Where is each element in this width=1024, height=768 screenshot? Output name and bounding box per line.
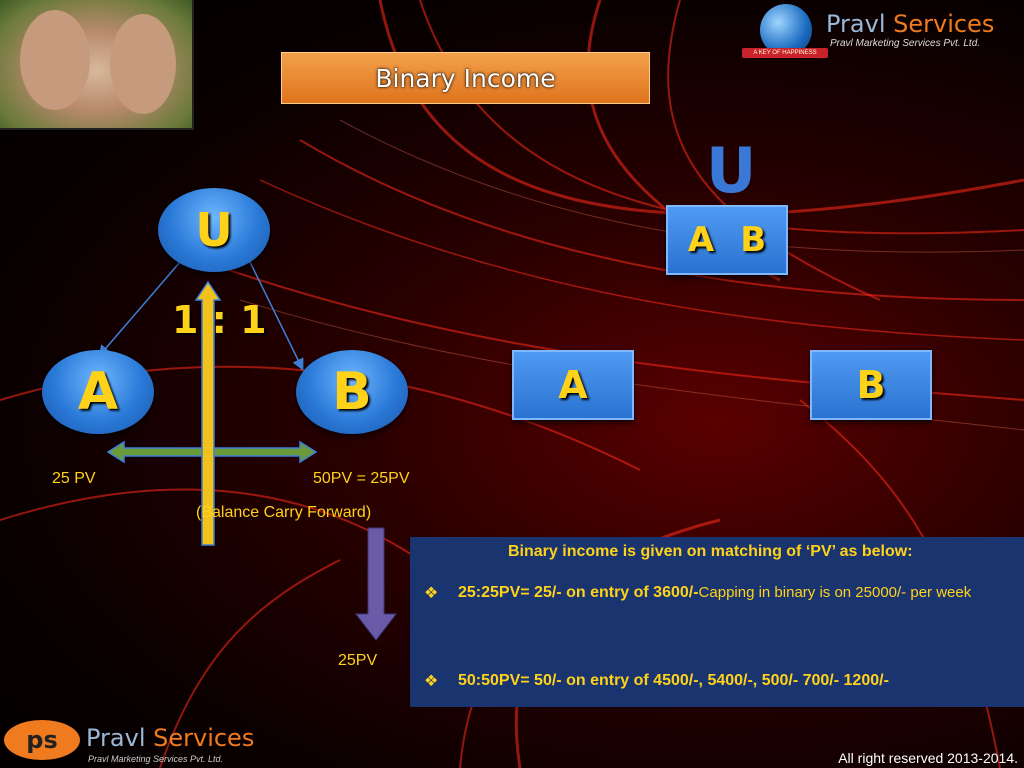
right-node-u: U xyxy=(706,134,757,207)
info-item-1-rest: Capping in binary is on 25000/- per week xyxy=(698,584,972,601)
carry-down-arrow xyxy=(354,527,398,641)
right-child-a: A xyxy=(512,350,634,420)
info-item-1-bold: 25:25PV= 25/- on entry of 3600/- xyxy=(458,584,699,601)
pair-label-a: A xyxy=(687,220,715,260)
brand-subtitle: Pravl Marketing Services Pvt. Ltd. xyxy=(830,38,981,49)
node-u: U xyxy=(158,188,270,272)
left-pv-label: 25 PV xyxy=(52,470,96,487)
pair-label-b: B xyxy=(740,220,767,260)
connector-right xyxy=(249,261,304,371)
connector-left xyxy=(98,261,181,358)
right-pair-box: A B xyxy=(666,205,788,275)
feet-photo xyxy=(0,0,194,130)
footer-brand-name: Pravl Services xyxy=(86,724,255,752)
carry-result-label: 25PV xyxy=(338,652,378,669)
info-box: Binary income is given on matching of ‘P… xyxy=(410,537,1024,707)
logo-ribbon: A KEY OF HAPPINESS xyxy=(742,48,828,58)
slide-title: Binary Income xyxy=(281,52,650,104)
node-a: A xyxy=(42,350,154,434)
right-child-b: B xyxy=(810,350,932,420)
node-b: B xyxy=(296,350,408,434)
carry-forward-label: (Balance Carry Forward) xyxy=(196,504,372,521)
brand-logo-top: A KEY OF HAPPINESS Pravl Services Pravl … xyxy=(738,4,1022,62)
bullet-icon: ❖ xyxy=(424,673,439,690)
footer-brand-subtitle: Pravl Marketing Services Pvt. Ltd. xyxy=(88,754,224,764)
info-item-2-bold: 50:50PV= 50/- on entry of 4500/-, 5400/-… xyxy=(458,672,889,689)
brand-logo-footer: ps Pravl Services Pravl Marketing Servic… xyxy=(2,716,272,766)
right-pv-label: 50PV = 25PV xyxy=(313,470,410,487)
brand-name: Pravl Services xyxy=(826,10,995,38)
vertical-up-arrow xyxy=(194,280,222,546)
ratio-label: 1 : 1 xyxy=(172,298,267,342)
bullet-icon: ❖ xyxy=(424,585,439,602)
globe-icon xyxy=(760,4,812,56)
info-heading: Binary income is given on matching of ‘P… xyxy=(508,543,913,560)
ps-logo-icon: ps xyxy=(4,720,80,760)
copyright-notice: All right reserved 2013-2014. xyxy=(838,750,1018,766)
